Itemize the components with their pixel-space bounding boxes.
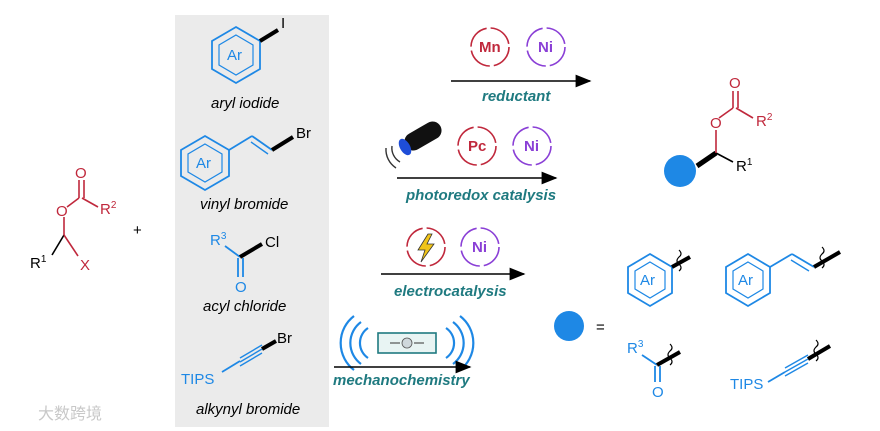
- ni-badge-reductant: [526, 27, 566, 67]
- product-carbonyl-o: O: [729, 75, 741, 92]
- alkynyl-bromide-tips: TIPS: [181, 371, 214, 388]
- mn-badge: [470, 27, 510, 67]
- ball-mill-icon: [339, 315, 475, 371]
- product-r1: R1: [736, 157, 753, 175]
- substrate-leaving-group: X: [80, 257, 90, 274]
- legend-equals: =: [596, 319, 605, 336]
- aryl-iodide-ring-label: Ar: [227, 47, 242, 64]
- legend-alkynyl-tips: TIPS: [730, 376, 763, 393]
- legend-alkynyl-structure: [767, 339, 832, 383]
- legend-acyl-oxygen: O: [652, 384, 664, 401]
- pc-badge: [457, 126, 497, 166]
- ni-badge-electro: [460, 227, 500, 267]
- acyl-chloride-structure: [224, 242, 264, 277]
- reagent-panel: [175, 15, 329, 427]
- legend-core-dot: [554, 311, 584, 341]
- pc-badge-label: Pc: [468, 138, 486, 155]
- substrate-ester-o: O: [56, 203, 68, 220]
- ni-badge-reductant-label: Ni: [538, 39, 553, 56]
- plus-sign: +: [133, 222, 142, 239]
- legend-aryl-structure: [627, 249, 691, 308]
- product-ester-o: O: [710, 115, 722, 132]
- light-source-icon: [385, 121, 442, 169]
- ni-badge-electro-label: Ni: [472, 239, 487, 256]
- legend-acyl-r3: R3: [627, 339, 644, 357]
- ni-badge-photoredox-label: Ni: [524, 138, 539, 155]
- legend-aryl-label: Ar: [640, 272, 655, 289]
- aryl-iodide-name: aryl iodide: [211, 95, 279, 112]
- product-r2: R2: [756, 112, 773, 130]
- product-core-dot: [664, 155, 696, 187]
- alkynyl-bromide-structure: [221, 339, 277, 373]
- legend-vinyl-label: Ar: [738, 272, 753, 289]
- alkynyl-bromide-halogen: Br: [277, 330, 292, 347]
- alkynyl-bromide-name: alkynyl bromide: [196, 401, 300, 418]
- vinyl-bromide-ring-label: Ar: [196, 155, 211, 172]
- photoredox-label: photoredox catalysis: [405, 187, 556, 204]
- vinyl-bromide-halogen: Br: [296, 125, 311, 142]
- substrate-structure: [51, 180, 99, 257]
- reductant-label: reductant: [482, 88, 551, 105]
- acyl-chloride-halogen: Cl: [265, 234, 279, 251]
- lightning-icon: [406, 227, 446, 267]
- mechano-label: mechanochemistry: [333, 372, 470, 389]
- acyl-chloride-name: acyl chloride: [203, 298, 286, 315]
- legend-vinyl-structure: [725, 246, 841, 308]
- acyl-chloride-r3: R3: [210, 231, 227, 249]
- acyl-chloride-oxygen: O: [235, 279, 247, 296]
- electro-label: electrocatalysis: [394, 283, 507, 300]
- substrate-carbonyl-o: O: [75, 165, 87, 182]
- mn-badge-label: Mn: [479, 39, 501, 56]
- vinyl-bromide-name: vinyl bromide: [200, 196, 288, 213]
- watermark: 大数跨境: [38, 404, 102, 423]
- substrate-r2: R2: [100, 200, 117, 218]
- legend-acyl-structure: [641, 343, 681, 382]
- aryl-iodide-structure: [211, 25, 280, 85]
- vinyl-bromide-structure: [180, 134, 295, 192]
- substrate-r1: R1: [30, 254, 47, 272]
- product-structure: [695, 91, 754, 169]
- aryl-iodide-halogen: I: [281, 15, 285, 32]
- ni-badge-photoredox: [512, 126, 552, 166]
